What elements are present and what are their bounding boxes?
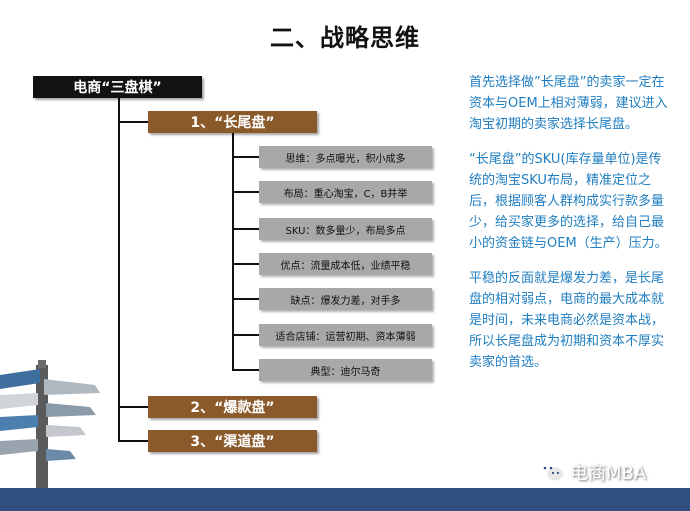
- leaf-node-typical: 典型：迪尔马奇: [259, 359, 432, 381]
- leaf-connector: [232, 191, 259, 193]
- note-paragraph: “长尾盘”的SKU(库存量单位)是传统的淘宝SKU布局，精准定位之后，根据顾客人…: [469, 152, 668, 251]
- leaf-connector: [232, 298, 259, 300]
- branch-1-connector-vertical: [232, 133, 234, 371]
- signpost-image: [0, 360, 100, 495]
- note-paragraph: 平稳的反面就是爆发力差，是长尾盘的相对弱点，电商的最大成本就是时间，未来电商必然…: [469, 271, 665, 370]
- branch-3-connector: [118, 440, 148, 442]
- branch-node-long-tail: 1、“长尾盘”: [148, 111, 317, 133]
- wechat-icon: [539, 462, 563, 481]
- brand-name: 电商MBA: [570, 463, 647, 484]
- branch-1-connector: [118, 121, 148, 123]
- brand-watermark: 电商MBA: [538, 459, 646, 485]
- explanation-notes: 首先选择做”长尾盘”的卖家一定在资本与OEM上相对薄弱，建议进入淘宝初期的卖家选…: [469, 72, 669, 387]
- page-title: 二、战略思维: [270, 24, 420, 52]
- leaf-connector: [232, 228, 259, 230]
- leaf-connector: [232, 263, 259, 265]
- leaf-node-thinking: 思维：多点曝光，积小成多: [259, 146, 432, 168]
- footer-bar: [0, 488, 690, 511]
- leaf-connector: [232, 156, 259, 158]
- leaf-connector: [232, 334, 259, 336]
- note-paragraph: 首先选择做”长尾盘”的卖家一定在资本与OEM上相对薄弱，建议进入淘宝初期的卖家选…: [469, 75, 668, 132]
- leaf-node-suitable-store: 适合店铺：运营初期、资本薄弱: [259, 324, 432, 346]
- leaf-node-disadvantage: 缺点：爆发力差，对手多: [259, 288, 432, 310]
- leaf-node-sku: SKU：数多量少，布局多点: [259, 218, 432, 240]
- branch-2-connector: [118, 406, 148, 408]
- leaf-node-advantage: 优点：流量成本低，业绩平稳: [259, 253, 432, 275]
- root-connector-vertical: [118, 98, 120, 441]
- leaf-node-layout: 布局：重心淘宝，C，B并举: [259, 181, 432, 203]
- branch-node-channel: 3、“渠道盘”: [148, 430, 317, 452]
- root-node: 电商“三盘棋”: [33, 76, 202, 98]
- leaf-connector: [232, 369, 259, 371]
- branch-node-hot-item: 2、“爆款盘”: [148, 396, 317, 418]
